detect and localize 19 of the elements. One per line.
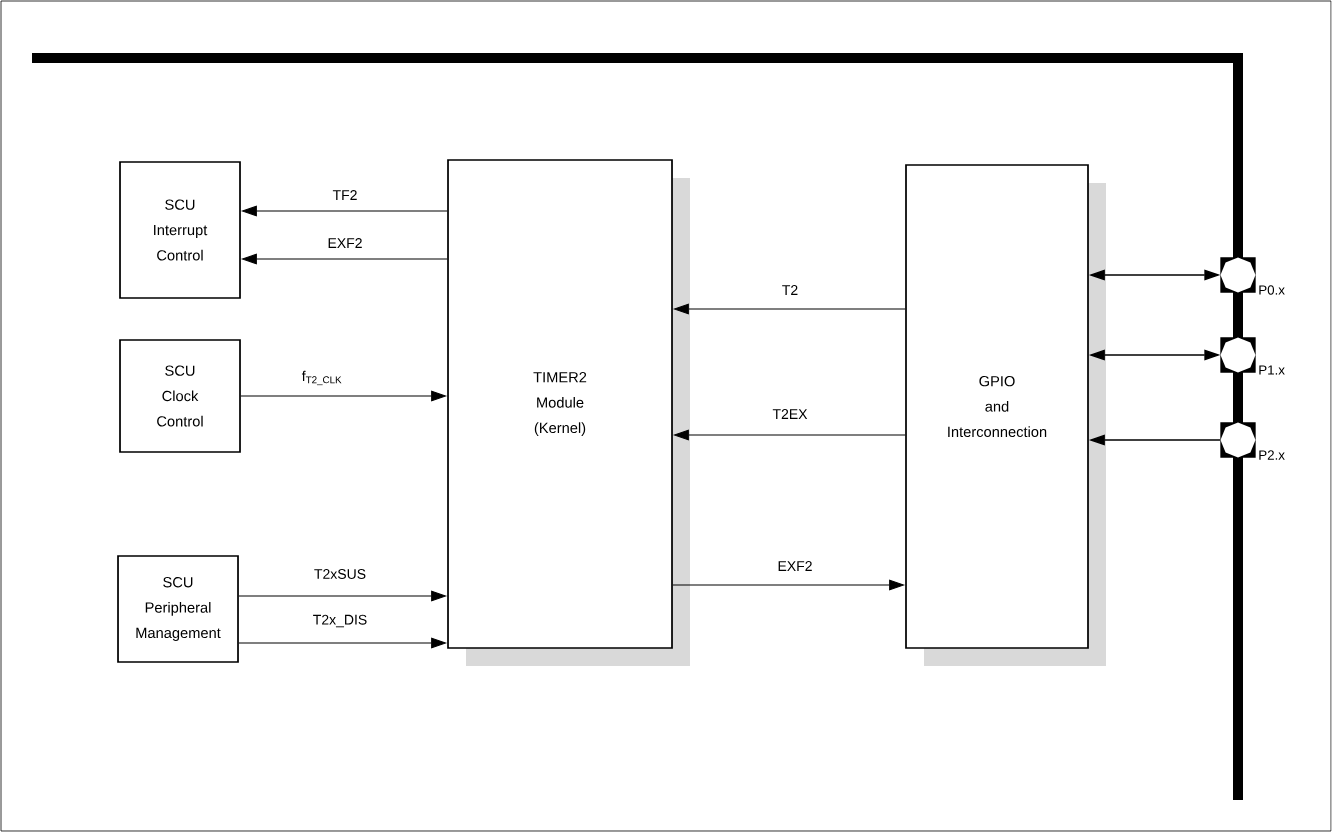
pin-label: P0.x [1259,285,1285,295]
pin-label: P2.x [1259,450,1285,460]
signal-label: EXF2 [326,236,364,250]
pad-symbol [1220,422,1256,458]
unit-box: SCU Interrupt Control [119,161,241,299]
signal-label: T2EX [771,407,809,421]
module-box: GPIO and Interconnection [905,164,1089,649]
signal-label: TF2 [331,188,359,202]
signal-label: T2 [780,283,800,297]
signal-label: T2xSUS [312,567,368,581]
module-box: TIMER2 Module (Kernel) [447,159,673,649]
unit-box: SCU Clock Control [119,339,241,453]
signal-label: EXF2 [776,559,814,573]
signal-label: T2x_DIS [311,613,369,629]
unit-box: SCU Peripheral Management [117,555,239,663]
pin-label: P1.x [1259,365,1285,375]
signal-label: f$_{T2_CLK}$ [300,369,344,387]
pad-symbol [1220,257,1256,293]
pad-symbol [1220,337,1256,373]
